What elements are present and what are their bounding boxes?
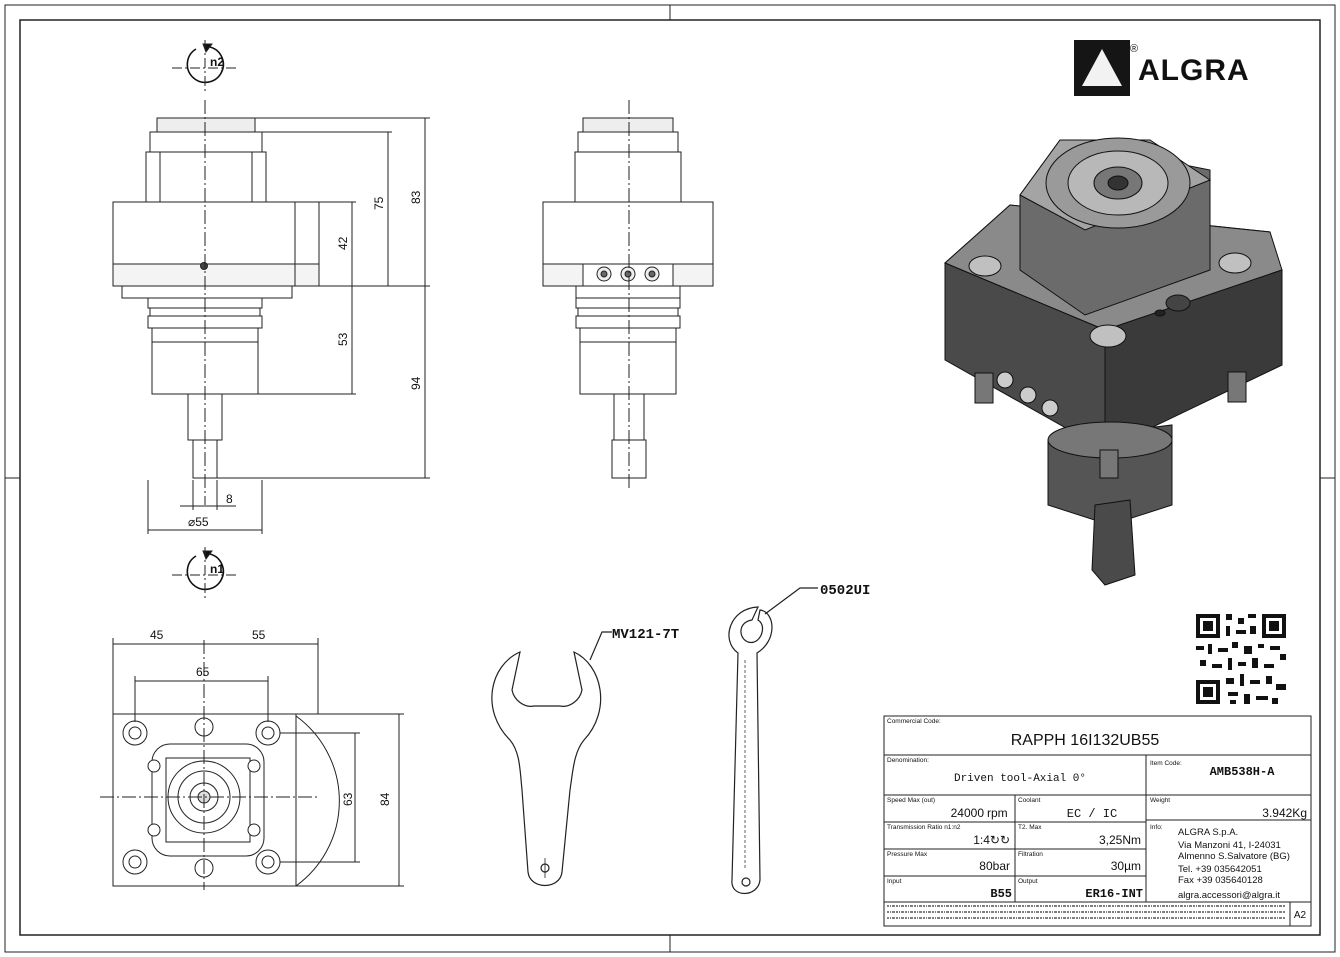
commercial-code-label: Commercial Code: xyxy=(887,718,941,725)
dim-42: 42 xyxy=(336,236,350,250)
wrench-code: MV121-7T xyxy=(612,627,679,643)
sheet-size: A2 xyxy=(1294,910,1307,921)
speed-value: 24000 xyxy=(951,806,985,820)
torque-label: T2. Max xyxy=(1018,824,1042,831)
info-label: Info: xyxy=(1150,824,1163,831)
ratio-label: Transmission Ratio n1:n2 xyxy=(887,824,961,831)
input-label: Input xyxy=(887,878,902,885)
dim-45: 45 xyxy=(150,628,164,642)
info-line-fax: Fax +39 035640128 xyxy=(1178,875,1263,886)
hook-key-drawing xyxy=(728,587,818,894)
filtration-label: Filtration xyxy=(1018,851,1043,858)
input-value: B55 xyxy=(990,887,1012,901)
registered-mark: ® xyxy=(1130,43,1138,55)
qr-code xyxy=(1196,614,1286,704)
dim-83: 83 xyxy=(409,190,423,204)
brand-name: ALGRA xyxy=(1138,54,1250,87)
denomination-value: Driven tool-Axial 0° xyxy=(954,773,1086,785)
info-line-tel: Tel. +39 035642051 xyxy=(1178,864,1262,875)
info-line-email: algra.accessori@algra.it xyxy=(1178,890,1280,901)
filtration-value: 30µm xyxy=(1111,859,1141,873)
coolant-label: Coolant xyxy=(1018,797,1041,804)
title-block: Commercial Code: RAPPH 16I132UB55 Denomi… xyxy=(883,715,1312,927)
output-value: ER16-INT xyxy=(1085,887,1143,901)
dim-65: 65 xyxy=(196,665,210,679)
side-view xyxy=(542,100,714,490)
weight-label: Weight xyxy=(1150,797,1170,804)
wrench-drawing xyxy=(491,631,612,886)
key-code: 0502UI xyxy=(820,583,870,599)
isometric-view xyxy=(944,137,1283,586)
commercial-code-value: RAPPH 16I132UB55 xyxy=(1011,732,1160,749)
bottom-view: 45 55 65 63 84 xyxy=(100,628,404,890)
rotation-arrow-n2-icon xyxy=(172,40,236,92)
info-line-company: ALGRA S.p.A. xyxy=(1178,827,1238,838)
front-view: n2 xyxy=(112,40,430,600)
center-marks xyxy=(5,5,1335,952)
legal-notice-texture xyxy=(887,905,1286,919)
dim-8: 8 xyxy=(226,492,233,506)
torque-value: 3,25Nm xyxy=(1099,833,1141,847)
triangle-logo-icon xyxy=(1082,49,1122,86)
dim-63: 63 xyxy=(341,792,355,806)
pressure-label: Pressure Max xyxy=(887,851,928,858)
dim-53: 53 xyxy=(336,332,350,346)
output-label: Output xyxy=(1018,878,1038,885)
label-n1: n1 xyxy=(210,562,224,576)
coolant-value: EC / IC xyxy=(1067,807,1117,821)
ratio-value: 1:4↻↻ xyxy=(973,833,1010,847)
speed-unit: rpm xyxy=(987,806,1008,820)
info-line-city: Almenno S.Salvatore (BG) xyxy=(1178,851,1290,862)
label-n2: n2 xyxy=(210,55,224,69)
dim-diameter-55: ⌀55 xyxy=(188,515,209,529)
dim-84: 84 xyxy=(378,792,392,806)
pressure-value: 80bar xyxy=(979,859,1010,873)
info-line-street: Via Manzoni 41, I-24031 xyxy=(1178,840,1281,851)
algra-logo: ALGRA ® xyxy=(1074,40,1250,96)
dim-75: 75 xyxy=(372,196,386,210)
rotation-arrow-n1-icon xyxy=(172,547,236,600)
speed-label: Speed Max (out) xyxy=(887,797,935,804)
item-code-value: AMB538H-A xyxy=(1210,765,1276,779)
denomination-label: Denomination: xyxy=(887,757,929,764)
weight-value: 3.942Kg xyxy=(1262,806,1307,820)
item-code-label: Item Code: xyxy=(1150,760,1182,767)
bolt-holes xyxy=(122,717,281,878)
dim-94: 94 xyxy=(409,376,423,390)
dim-55: 55 xyxy=(252,628,266,642)
